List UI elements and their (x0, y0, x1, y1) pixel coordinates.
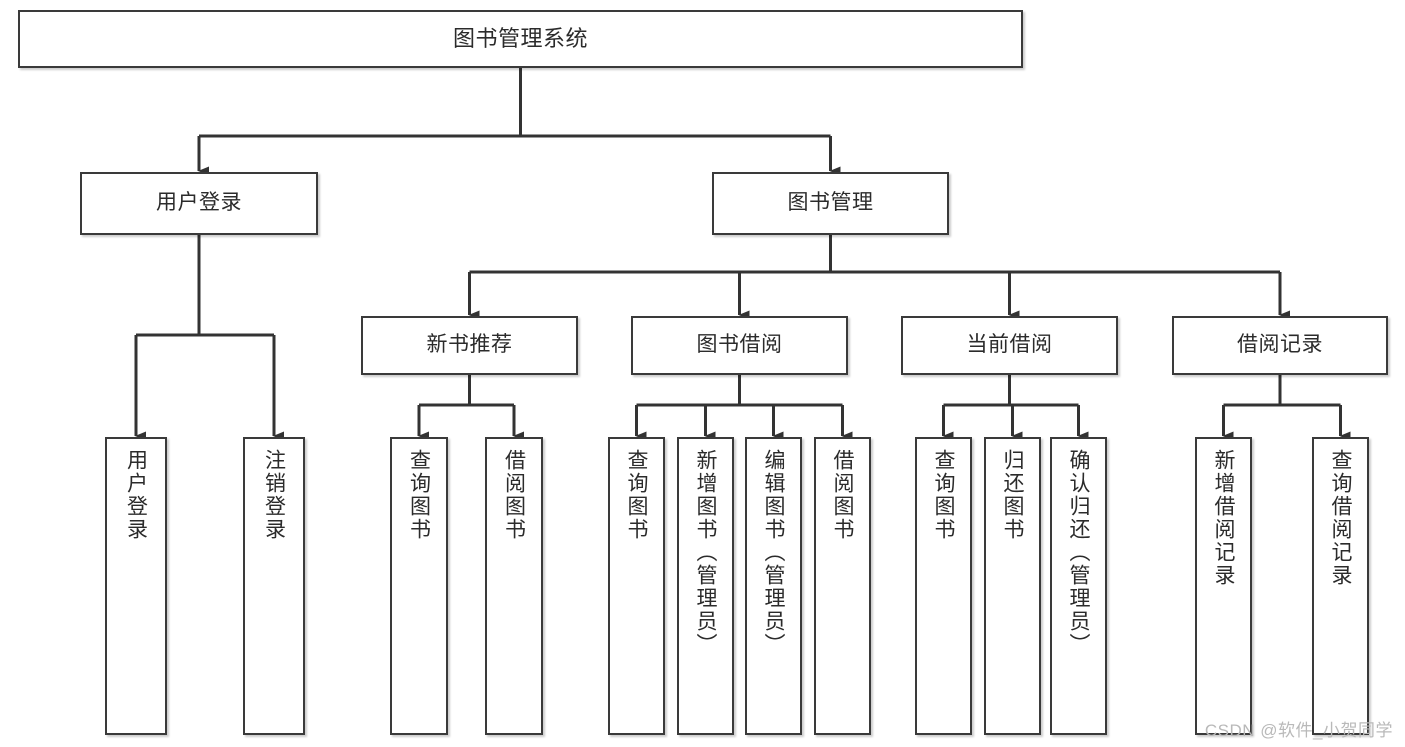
leaf-user-login-label: 用户登录 (124, 449, 148, 541)
node-new-book-recommendation[interactable]: 新书推荐 (361, 316, 578, 375)
leaf-new-borrow-books[interactable]: 借阅图书 (485, 437, 543, 735)
node-new-book-recommendation-label: 新书推荐 (426, 333, 513, 357)
leaf-current-return-book-label: 归还图书 (1001, 449, 1024, 541)
leaf-new-query-books[interactable]: 查询图书 (390, 437, 448, 735)
leaf-borrow-add-book-label: 新增图书（管理员） (694, 449, 717, 656)
node-borrowing-record-label: 借阅记录 (1237, 333, 1323, 357)
leaf-user-logout-label: 注销登录 (262, 449, 286, 541)
watermark: CSDN @软件_小贺同学 (1204, 721, 1393, 740)
leaf-borrow-lend-book-label: 借阅图书 (831, 449, 854, 541)
node-book-borrowing[interactable]: 图书借阅 (631, 316, 848, 375)
leaf-borrow-edit-book[interactable]: 编辑图书（管理员） (745, 437, 802, 735)
leaf-borrow-edit-book-label: 编辑图书（管理员） (762, 449, 785, 656)
leaf-record-add-record[interactable]: 新增借阅记录 (1195, 437, 1252, 735)
leaf-record-query-record[interactable]: 查询借阅记录 (1312, 437, 1369, 735)
leaf-borrow-add-book[interactable]: 新增图书（管理员） (677, 437, 734, 735)
leaf-user-login[interactable]: 用户登录 (105, 437, 167, 735)
node-current-borrowing-label: 当前借阅 (966, 333, 1053, 357)
leaf-borrow-query-books-label: 查询图书 (625, 449, 648, 541)
leaf-record-query-record-label: 查询借阅记录 (1329, 449, 1352, 587)
leaf-current-return-book[interactable]: 归还图书 (984, 437, 1041, 735)
leaf-borrow-query-books[interactable]: 查询图书 (608, 437, 665, 735)
node-book-management-module[interactable]: 图书管理 (712, 172, 949, 235)
node-root[interactable]: 图书管理系统 (18, 10, 1023, 68)
node-book-management-module-label: 图书管理 (787, 191, 874, 215)
leaf-new-query-books-label: 查询图书 (407, 449, 431, 541)
leaf-user-logout[interactable]: 注销登录 (243, 437, 305, 735)
leaf-current-query-books-label: 查询图书 (932, 449, 955, 541)
node-book-borrowing-label: 图书借阅 (696, 333, 783, 357)
node-root-label: 图书管理系统 (452, 26, 588, 52)
node-current-borrowing[interactable]: 当前借阅 (901, 316, 1118, 375)
leaf-borrow-lend-book[interactable]: 借阅图书 (814, 437, 871, 735)
node-user-login-module-label: 用户登录 (156, 191, 242, 215)
leaf-new-borrow-books-label: 借阅图书 (502, 449, 526, 541)
node-user-login-module[interactable]: 用户登录 (80, 172, 318, 235)
leaf-record-add-record-label: 新增借阅记录 (1212, 449, 1235, 587)
leaf-current-confirm-return-label: 确认归还（管理员） (1067, 449, 1090, 656)
leaf-current-query-books[interactable]: 查询图书 (915, 437, 972, 735)
leaf-current-confirm-return[interactable]: 确认归还（管理员） (1050, 437, 1107, 735)
edge-paths (134, 68, 1351, 441)
node-borrowing-record[interactable]: 借阅记录 (1172, 316, 1388, 375)
